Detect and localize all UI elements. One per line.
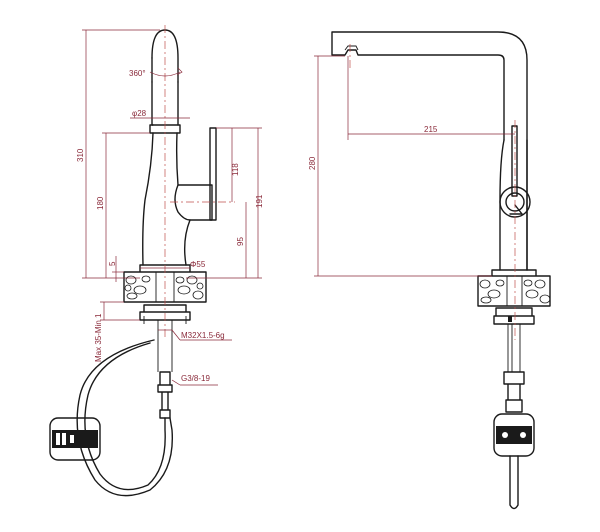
max-min-thickness-label: Max 35-Min 1 <box>94 313 103 362</box>
handle-height-label: 95 <box>236 237 245 246</box>
front-mounting-nut <box>493 307 535 325</box>
side-ring <box>149 124 181 134</box>
spout-diameter-label: φ28 <box>132 109 147 118</box>
hose-connection-label: G3/8-19 <box>181 374 210 383</box>
side-base <box>123 264 207 303</box>
front-base <box>477 269 551 307</box>
front-spray-head <box>493 413 535 457</box>
rotation-arrow <box>149 71 181 77</box>
front-spout-outline <box>331 31 528 271</box>
front-view: 215 280 <box>308 31 551 510</box>
front-handle-lever <box>511 125 518 197</box>
base-thickness-label: 5 <box>108 261 117 266</box>
reach-label: 215 <box>424 125 438 134</box>
front-supply-hoses <box>507 324 521 372</box>
side-pullout-hose-inner <box>84 342 166 491</box>
side-pullout-hose <box>76 339 174 497</box>
front-hose-tail <box>509 455 519 510</box>
side-neck <box>151 81 179 126</box>
side-body-outline <box>142 132 213 266</box>
lever-height-label: 180 <box>96 196 105 210</box>
side-threaded-shank <box>157 320 173 372</box>
front-hose-fitting <box>503 371 525 413</box>
side-handle-joint <box>174 184 191 221</box>
side-hose-fitting <box>157 371 173 419</box>
side-view: 360° φ28 310 180 118 191 95 5 Φ55 <box>49 25 264 497</box>
base-diameter-label: Φ55 <box>190 260 206 269</box>
side-mounting-nut <box>139 304 191 321</box>
spout-height-label: 280 <box>308 156 317 170</box>
rotation-label: 360° <box>129 69 146 78</box>
overall-height-label: 310 <box>76 148 85 162</box>
lever-offset-label: 118 <box>231 163 240 176</box>
side-handle-lever <box>209 127 217 221</box>
thread-spec-label: M32X1.5-6g <box>181 331 225 340</box>
side-countertop-stones <box>124 275 204 300</box>
side-spray-head <box>49 417 101 461</box>
body-height-label: 191 <box>255 194 264 208</box>
front-countertop-stones <box>479 279 551 304</box>
